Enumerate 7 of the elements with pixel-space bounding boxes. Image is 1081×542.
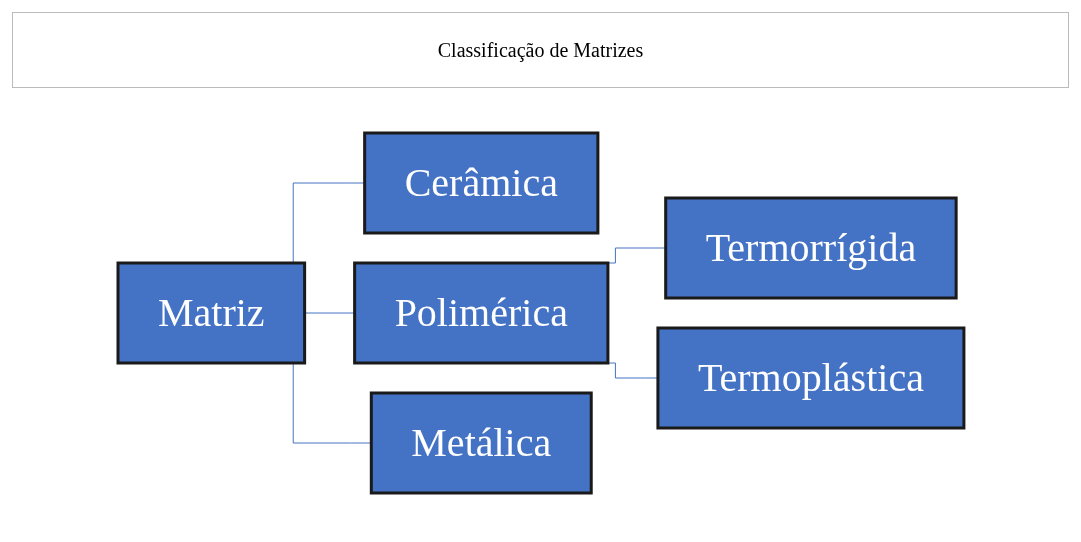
node-box: Polimérica — [352, 261, 609, 365]
node-box: Metálica — [369, 391, 593, 495]
node-box: Cerâmica — [362, 131, 599, 235]
node-box: Matriz — [116, 261, 306, 365]
node-box: Termoplástica — [655, 326, 965, 430]
node-box: Termorrígida — [663, 196, 958, 300]
title-box: Classificação de Matrizes — [12, 12, 1069, 88]
